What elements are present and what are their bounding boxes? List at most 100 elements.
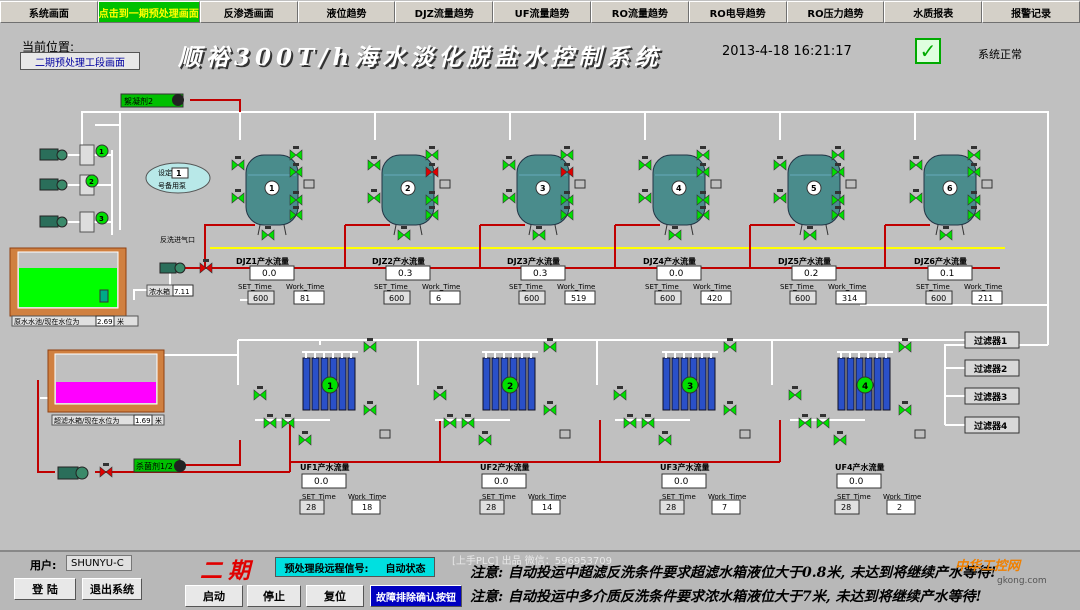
djz-rinse-valve-4[interactable] [696,194,710,206]
uf-set-time-value[interactable]: 28 [841,503,851,512]
djz-set-time-value[interactable]: 600 [660,294,675,303]
filter-1[interactable]: 过滤器1 [964,331,1020,349]
djz-vent-valve-3[interactable] [560,149,574,161]
djz-rinse-valve-2[interactable] [425,194,439,206]
uf-backwash-valve-3[interactable] [658,434,672,446]
djz-drain-valve-4[interactable] [638,192,652,204]
concentrate-pump[interactable] [159,259,213,274]
filter-3[interactable]: 过滤器3 [964,387,1020,405]
djz-outlet-valve-3[interactable] [560,166,574,178]
uf-inlet-valve-3[interactable] [613,389,627,401]
djz-vent-valve-4[interactable] [696,149,710,161]
djz-drain-valve-5[interactable] [773,192,787,204]
djz-air-valve-4[interactable] [668,229,682,241]
djz-air-valve-6[interactable] [939,229,953,241]
feed-pump-3[interactable]: 3 [39,211,109,233]
uf-inlet-valve-1[interactable] [253,389,267,401]
djz-drain-valve-3[interactable] [502,192,516,204]
djz-vent-valve-5[interactable] [831,149,845,161]
logout-button[interactable]: 退出系统 [82,578,142,600]
djz-outlet-valve-6[interactable] [967,166,981,178]
djz-inlet-valve-4[interactable] [638,159,652,171]
djz-set-time-value[interactable]: 600 [389,294,404,303]
uf-feed-pump[interactable] [57,463,113,480]
tab-ro-flow-trend[interactable]: RO流量趋势 [590,1,689,23]
djz-air-valve-3[interactable] [532,229,546,241]
uf-inlet-valve-4[interactable] [788,389,802,401]
tab-ro-pressure-trend[interactable]: RO压力趋势 [786,1,885,23]
djz-rinse-valve-6[interactable] [967,194,981,206]
djz-inlet-valve-1[interactable] [231,159,245,171]
djz-set-time-value[interactable]: 600 [931,294,946,303]
djz-outlet-valve-5[interactable] [831,166,845,178]
djz-vent-valve-1[interactable] [289,149,303,161]
tab-reverse-osmosis[interactable]: 反渗透画面 [199,1,298,23]
djz-set-time-value[interactable]: 600 [524,294,539,303]
uf-outlet-valve-1[interactable] [363,404,377,416]
djz-air-valve-5[interactable] [803,229,817,241]
uf-set-time-value[interactable]: 28 [486,503,496,512]
uf-vent-valve-3[interactable] [723,341,737,353]
uf-inlet-valve-2[interactable] [433,389,447,401]
uf-outlet-valve-2[interactable] [543,404,557,416]
login-button[interactable]: 登 陆 [14,578,76,600]
tab-system[interactable]: 系统画面 [0,1,98,23]
djz-rinse-valve-5[interactable] [831,194,845,206]
uf-backwash-valve-1[interactable] [298,434,312,446]
djz-outlet-valve-4[interactable] [696,166,710,178]
uf-feed-valve[interactable] [99,466,113,478]
feed-pump-1[interactable]: 1 [39,144,109,166]
tab-alarm-log[interactable]: 报警记录 [982,1,1080,23]
tab-level-trend[interactable]: 液位趋势 [297,1,396,23]
djz-backwash-valve-4[interactable] [696,209,710,221]
djz-backwash-valve-5[interactable] [831,209,845,221]
flocculant-pump[interactable]: 絮凝剂2 [120,93,184,108]
uf-feed-valve-2[interactable] [443,417,457,429]
uf-outlet-valve-3[interactable] [723,404,737,416]
djz-outlet-valve-1[interactable] [289,166,303,178]
djz-drain-valve-2[interactable] [367,192,381,204]
setpoint-value[interactable]: 1 [176,169,182,178]
djz-drain-valve-1[interactable] [231,192,245,204]
djz-outlet-valve-2[interactable] [425,166,439,178]
uf-outlet-valve-4[interactable] [898,404,912,416]
djz-inlet-valve-2[interactable] [367,159,381,171]
djz-set-time-value[interactable]: 600 [795,294,810,303]
uf-feed-valve-3[interactable] [623,417,637,429]
uf-feed-valve-4[interactable] [798,417,812,429]
uf-feed-valve-1[interactable] [263,417,277,429]
concentrate-valve[interactable] [199,262,213,274]
djz-inlet-valve-5[interactable] [773,159,787,171]
djz-rinse-valve-1[interactable] [289,194,303,206]
uf-drain-valve-2[interactable] [461,417,475,429]
djz-rinse-valve-3[interactable] [560,194,574,206]
uf-drain-valve-4[interactable] [816,417,830,429]
uf-drain-valve-3[interactable] [641,417,655,429]
djz-air-valve-1[interactable] [261,229,275,241]
uf-set-time-value[interactable]: 28 [306,503,316,512]
djz-inlet-valve-6[interactable] [909,159,923,171]
djz-set-time-value[interactable]: 600 [253,294,268,303]
filter-4[interactable]: 过滤器4 [964,416,1020,434]
filter-2[interactable]: 过滤器2 [964,359,1020,377]
uf-drain-valve-1[interactable] [281,417,295,429]
feed-pump-2[interactable]: 2 [39,174,99,196]
tab-djz-flow-trend[interactable]: DJZ流量趋势 [395,1,494,23]
uf-backwash-valve-2[interactable] [478,434,492,446]
tab-phase1-pretreatment[interactable]: 点击到一期预处理画面 [97,1,200,23]
djz-drain-valve-6[interactable] [909,192,923,204]
standby-pump-setpoint[interactable]: 设定 1 号备用泵 [145,162,211,194]
uf-set-time-value[interactable]: 28 [666,503,676,512]
uf-vent-valve-4[interactable] [898,341,912,353]
djz-backwash-valve-6[interactable] [967,209,981,221]
djz-inlet-valve-3[interactable] [502,159,516,171]
uf-backwash-valve-4[interactable] [833,434,847,446]
stop-button[interactable]: 停止 [247,585,301,607]
bactericide-pump[interactable]: 杀菌剂1/2 [133,458,186,473]
djz-vent-valve-6[interactable] [967,149,981,161]
tab-water-quality-report[interactable]: 水质报表 [884,1,983,23]
djz-backwash-valve-1[interactable] [289,209,303,221]
djz-backwash-valve-2[interactable] [425,209,439,221]
tab-uf-flow-trend[interactable]: UF流量趋势 [493,1,591,23]
fault-confirm-button[interactable]: 故障排除确认按钮 [370,585,462,607]
